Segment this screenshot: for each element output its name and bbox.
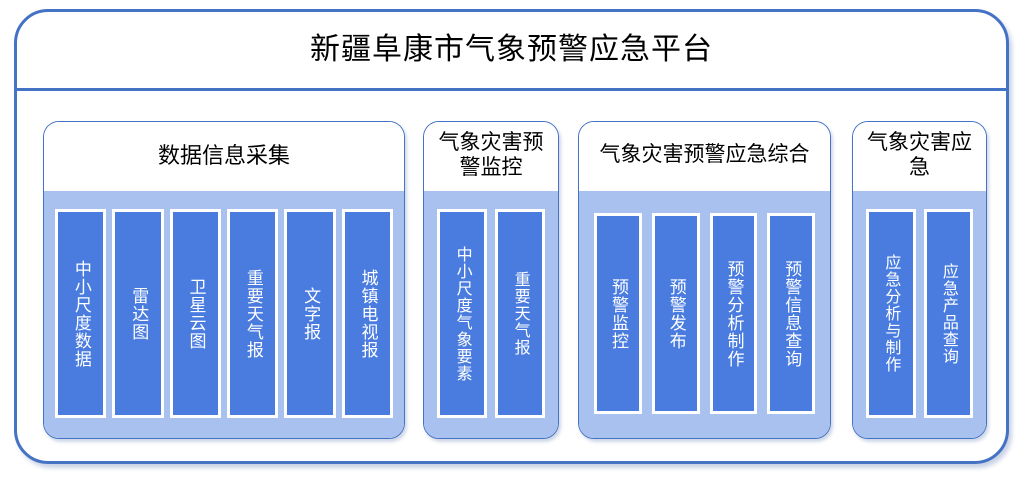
item-label: 文字报 (301, 286, 321, 341)
panel-header-disaster-emergency: 气象灾害应急 (853, 122, 986, 191)
item-bar[interactable]: 中小尺度气象要素 (437, 209, 487, 418)
item-bar[interactable]: 应急分析与制作 (866, 209, 916, 418)
item-bar[interactable]: 预警发布 (651, 213, 700, 414)
panel-disaster-emergency[interactable]: 气象灾害应急 应急分析与制作 应急产品查询 (852, 121, 987, 439)
page-title: 新疆阜康市气象预警应急平台 (310, 33, 713, 66)
item-bar[interactable]: 应急产品查询 (923, 209, 973, 418)
panel-title-warning-emergency-integrated: 气象灾害预警应急综合 (599, 143, 810, 167)
item-bar[interactable]: 重要天气报 (495, 209, 545, 418)
panel-data-collection[interactable]: 数据信息采集 中小尺度数据 雷达图 卫星云图 重要天气报 (43, 121, 405, 439)
item-bar[interactable]: 重要天气报 (227, 209, 279, 418)
item-label: 预警监控 (609, 277, 629, 350)
panel-warning-emergency-integrated[interactable]: 气象灾害预警应急综合 预警监控 预警发布 预警分析制作 预警信息查询 (578, 121, 831, 439)
panel-body-disaster-warning-monitoring: 中小尺度气象要素 重要天气报 (424, 191, 558, 438)
item-bar[interactable]: 中小尺度数据 (55, 209, 107, 418)
panel-header-disaster-warning-monitoring: 气象灾害预警监控 (424, 122, 558, 191)
item-label: 重要天气报 (511, 271, 529, 356)
outer-frame: 新疆阜康市气象预警应急平台 数据信息采集 中小尺度数据 雷达图 卫星云图 (14, 9, 1009, 464)
item-bar[interactable]: 预警监控 (594, 213, 642, 414)
panels-row: 数据信息采集 中小尺度数据 雷达图 卫星云图 重要天气报 (43, 121, 987, 439)
item-label: 雷达图 (129, 286, 149, 341)
item-label: 重要天气报 (243, 268, 263, 359)
panel-title-disaster-warning-monitoring: 气象灾害预警监控 (438, 130, 544, 179)
item-bar[interactable]: 卫星云图 (169, 209, 221, 418)
item-label: 应急产品查询 (939, 262, 957, 365)
panel-body-warning-emergency-integrated: 预警监控 预警发布 预警分析制作 预警信息查询 (579, 191, 830, 438)
panel-disaster-warning-monitoring[interactable]: 气象灾害预警监控 中小尺度气象要素 重要天气报 (423, 121, 559, 439)
panel-header-warning-emergency-integrated: 气象灾害预警应急综合 (579, 122, 830, 191)
item-label: 中小尺度数据 (71, 259, 91, 368)
item-bar[interactable]: 预警信息查询 (767, 213, 815, 414)
item-label: 卫星云图 (186, 277, 206, 350)
panel-body-data-collection: 中小尺度数据 雷达图 卫星云图 重要天气报 文字报 城镇电视 (44, 191, 404, 438)
panel-header-data-collection: 数据信息采集 (44, 122, 404, 191)
platform-title-bar: 新疆阜康市气象预警应急平台 (17, 12, 1006, 91)
item-label: 应急分析与制作 (882, 254, 900, 373)
panel-title-disaster-emergency: 气象灾害应急 (867, 130, 972, 179)
item-bar[interactable]: 城镇电视报 (341, 209, 393, 418)
item-label: 预警信息查询 (782, 259, 802, 368)
panel-body-disaster-emergency: 应急分析与制作 应急产品查询 (853, 191, 986, 438)
item-label: 中小尺度气象要素 (453, 245, 471, 382)
item-bar[interactable]: 文字报 (284, 209, 336, 418)
item-label: 预警发布 (666, 277, 686, 350)
item-bar[interactable]: 雷达图 (112, 209, 164, 418)
panel-title-data-collection: 数据信息采集 (157, 142, 290, 168)
item-label: 城镇电视报 (358, 268, 378, 359)
item-label: 预警分析制作 (724, 259, 744, 368)
item-bar[interactable]: 预警分析制作 (709, 213, 758, 414)
